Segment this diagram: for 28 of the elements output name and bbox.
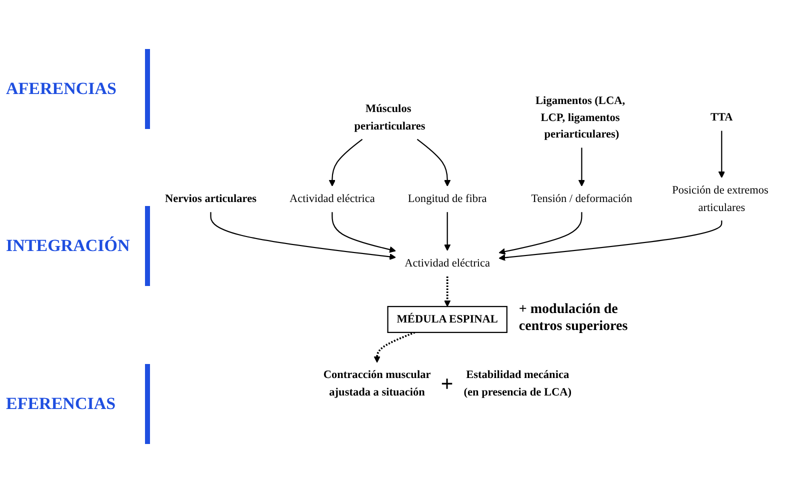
arrow [416,138,451,186]
arrow [210,212,396,260]
node-text: Posición de extremos articulares [672,184,768,214]
arrow [444,276,451,307]
node-note: + modulación de centros superiores [518,302,629,336]
node-text: Estabilidad mecánica (en presencia de LCA) [464,369,572,398]
plus-sign: + [440,370,454,397]
arrow [498,212,582,255]
arrow [498,220,722,261]
arrow [374,331,416,363]
node-text: Músculos periarticulares [354,103,426,132]
arrow [332,212,396,253]
arrow [578,148,585,186]
arrow [444,212,451,251]
node-text: Nervios articulares [165,192,256,205]
section-label: EFERENCIAS [0,364,150,444]
node-box: MÉDULA ESPINAL [387,306,508,333]
node-text: Longitud de fibra [408,192,487,205]
node-text: Contracción muscular ajustada a situación [323,369,431,398]
node-text: TTA [710,112,733,124]
section-label: INTEGRACIÓN [0,206,150,286]
node-text: Actividad eléctrica [404,257,490,270]
node-text: Ligamentos (LCA, LCP, ligamentos periarticulares) [536,94,626,140]
node-text: Tensión / deformación [531,192,632,205]
arrow [328,138,363,186]
node-text: Actividad eléctrica [290,192,375,205]
arrow [718,130,725,178]
section-label: AFERENCIAS [0,48,150,129]
